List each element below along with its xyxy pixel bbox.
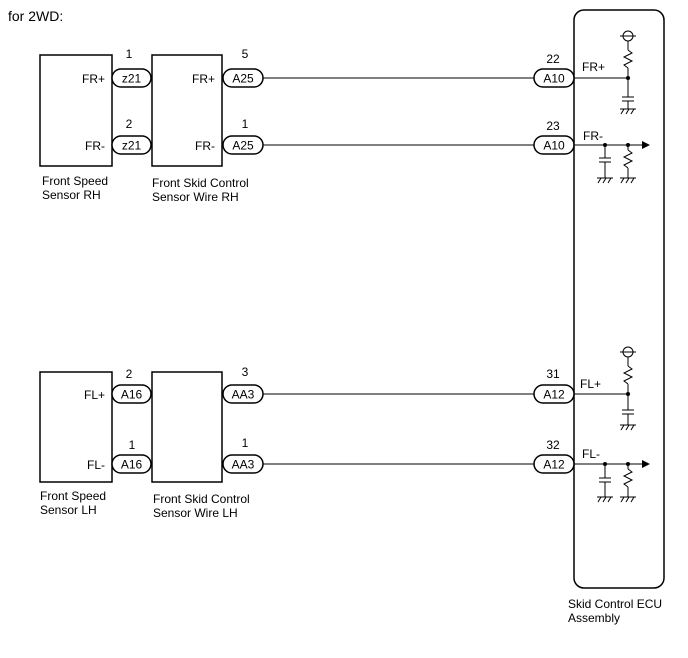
front-speed-sensor-lh-label-2: Sensor LH: [40, 503, 97, 517]
circuit-fl-minus: FL- A16 1 AA3 1 A12 32 FL-: [87, 436, 642, 474]
circuit-fr-minus: FR- z21 2 FR- A25 1 A10 23 FR-: [85, 117, 642, 155]
connector-pill: [222, 68, 264, 88]
connector-name: AA3: [232, 458, 255, 472]
connector-pin: 32: [546, 438, 560, 452]
front-speed-sensor-lh-label-1: Front Speed: [40, 489, 106, 503]
front-speed-sensor-rh-label-1: Front Speed: [42, 174, 108, 188]
connector-pill: [533, 454, 575, 474]
front-skid-wire-lh-label-2: Sensor Wire LH: [153, 506, 238, 520]
connector-pin: 3: [242, 365, 249, 379]
connector-pill: [111, 68, 152, 88]
front-speed-sensor-rh-label-2: Sensor RH: [42, 188, 101, 202]
connector-name: A12: [543, 388, 565, 402]
connector-pill: [111, 384, 152, 404]
connector-pin: 1: [242, 117, 249, 131]
connector-pin: 1: [242, 436, 249, 450]
connector-pin: 1: [129, 438, 136, 452]
front-skid-wire-rh-label-2: Sensor Wire RH: [152, 190, 239, 204]
connector-pill: [533, 135, 575, 155]
input-circuit-fr-minus: [597, 141, 650, 184]
sensor-pin-label: FL+: [84, 388, 105, 402]
connector-name: AA3: [232, 388, 255, 402]
resistor-icon: [622, 468, 634, 488]
connector-pin: 22: [546, 52, 560, 66]
ecu-pin-label: FR-: [583, 129, 603, 143]
connector-name: A10: [543, 72, 565, 86]
front-speed-sensor-lh-box: [39, 371, 113, 483]
arrow-icon: [642, 460, 650, 468]
front-skid-wire-lh-box: [151, 371, 223, 483]
arrow-icon: [642, 141, 650, 149]
diagram-title: for 2WD:: [8, 8, 63, 24]
connector-name: z21: [122, 139, 142, 153]
sensor-pin-label: FR+: [82, 72, 105, 86]
connector-pill: [111, 135, 152, 155]
connector-pill: [222, 384, 264, 404]
ecu-pin-label: FL+: [580, 377, 601, 391]
connector-pill: [222, 135, 264, 155]
connector-pin: 5: [242, 47, 249, 61]
ecu-pin-label: FR+: [582, 60, 605, 74]
connector-pin: 31: [546, 367, 560, 381]
connector-name: A16: [121, 458, 143, 472]
junction-dot: [626, 392, 630, 396]
sensor-pin-label: FR-: [85, 139, 105, 153]
connector-pill: [111, 454, 152, 474]
circuit-fr-plus: FR+ z21 1 FR+ A25 5 A10 22 FR+: [82, 47, 628, 88]
connector-pin: 1: [126, 47, 133, 61]
front-skid-wire-rh-label-1: Front Skid Control: [152, 176, 249, 190]
connector-pill: [533, 68, 575, 88]
connector-name: A25: [232, 72, 254, 86]
wire-pin-label: FR-: [195, 139, 215, 153]
resistor-icon: [622, 149, 634, 169]
resistor-icon: [622, 365, 634, 385]
resistor-icon: [622, 49, 634, 69]
connector-name: A16: [121, 388, 143, 402]
front-skid-wire-lh-label-1: Front Skid Control: [153, 492, 250, 506]
junction-dot: [626, 76, 630, 80]
connector-name: A12: [543, 458, 565, 472]
pullup-circuit-fl-plus: [620, 346, 636, 431]
front-speed-sensor-rh-box: [39, 54, 113, 167]
connector-pin: 2: [126, 117, 133, 131]
sensor-pin-label: FL-: [87, 458, 105, 472]
input-circuit-fl-minus: [597, 460, 650, 503]
wire-pin-label: FR+: [192, 72, 215, 86]
front-skid-wire-rh-box: [151, 54, 223, 167]
connector-pin: 2: [126, 367, 133, 381]
circuit-fl-plus: FL+ A16 2 AA3 3 A12 31 FL+: [84, 365, 628, 404]
connector-pin: 23: [546, 119, 560, 133]
ecu-pin-label: FL-: [582, 447, 600, 461]
connector-pill: [533, 384, 575, 404]
ecu-label-2: Assembly: [568, 611, 620, 625]
ecu-box: [573, 9, 665, 589]
pullup-circuit-fr-plus: [620, 30, 636, 115]
connector-name: A25: [232, 139, 254, 153]
connector-name: z21: [122, 72, 142, 86]
connector-pill: [222, 454, 264, 474]
ecu-label-1: Skid Control ECU: [568, 597, 662, 611]
connector-name: A10: [543, 139, 565, 153]
